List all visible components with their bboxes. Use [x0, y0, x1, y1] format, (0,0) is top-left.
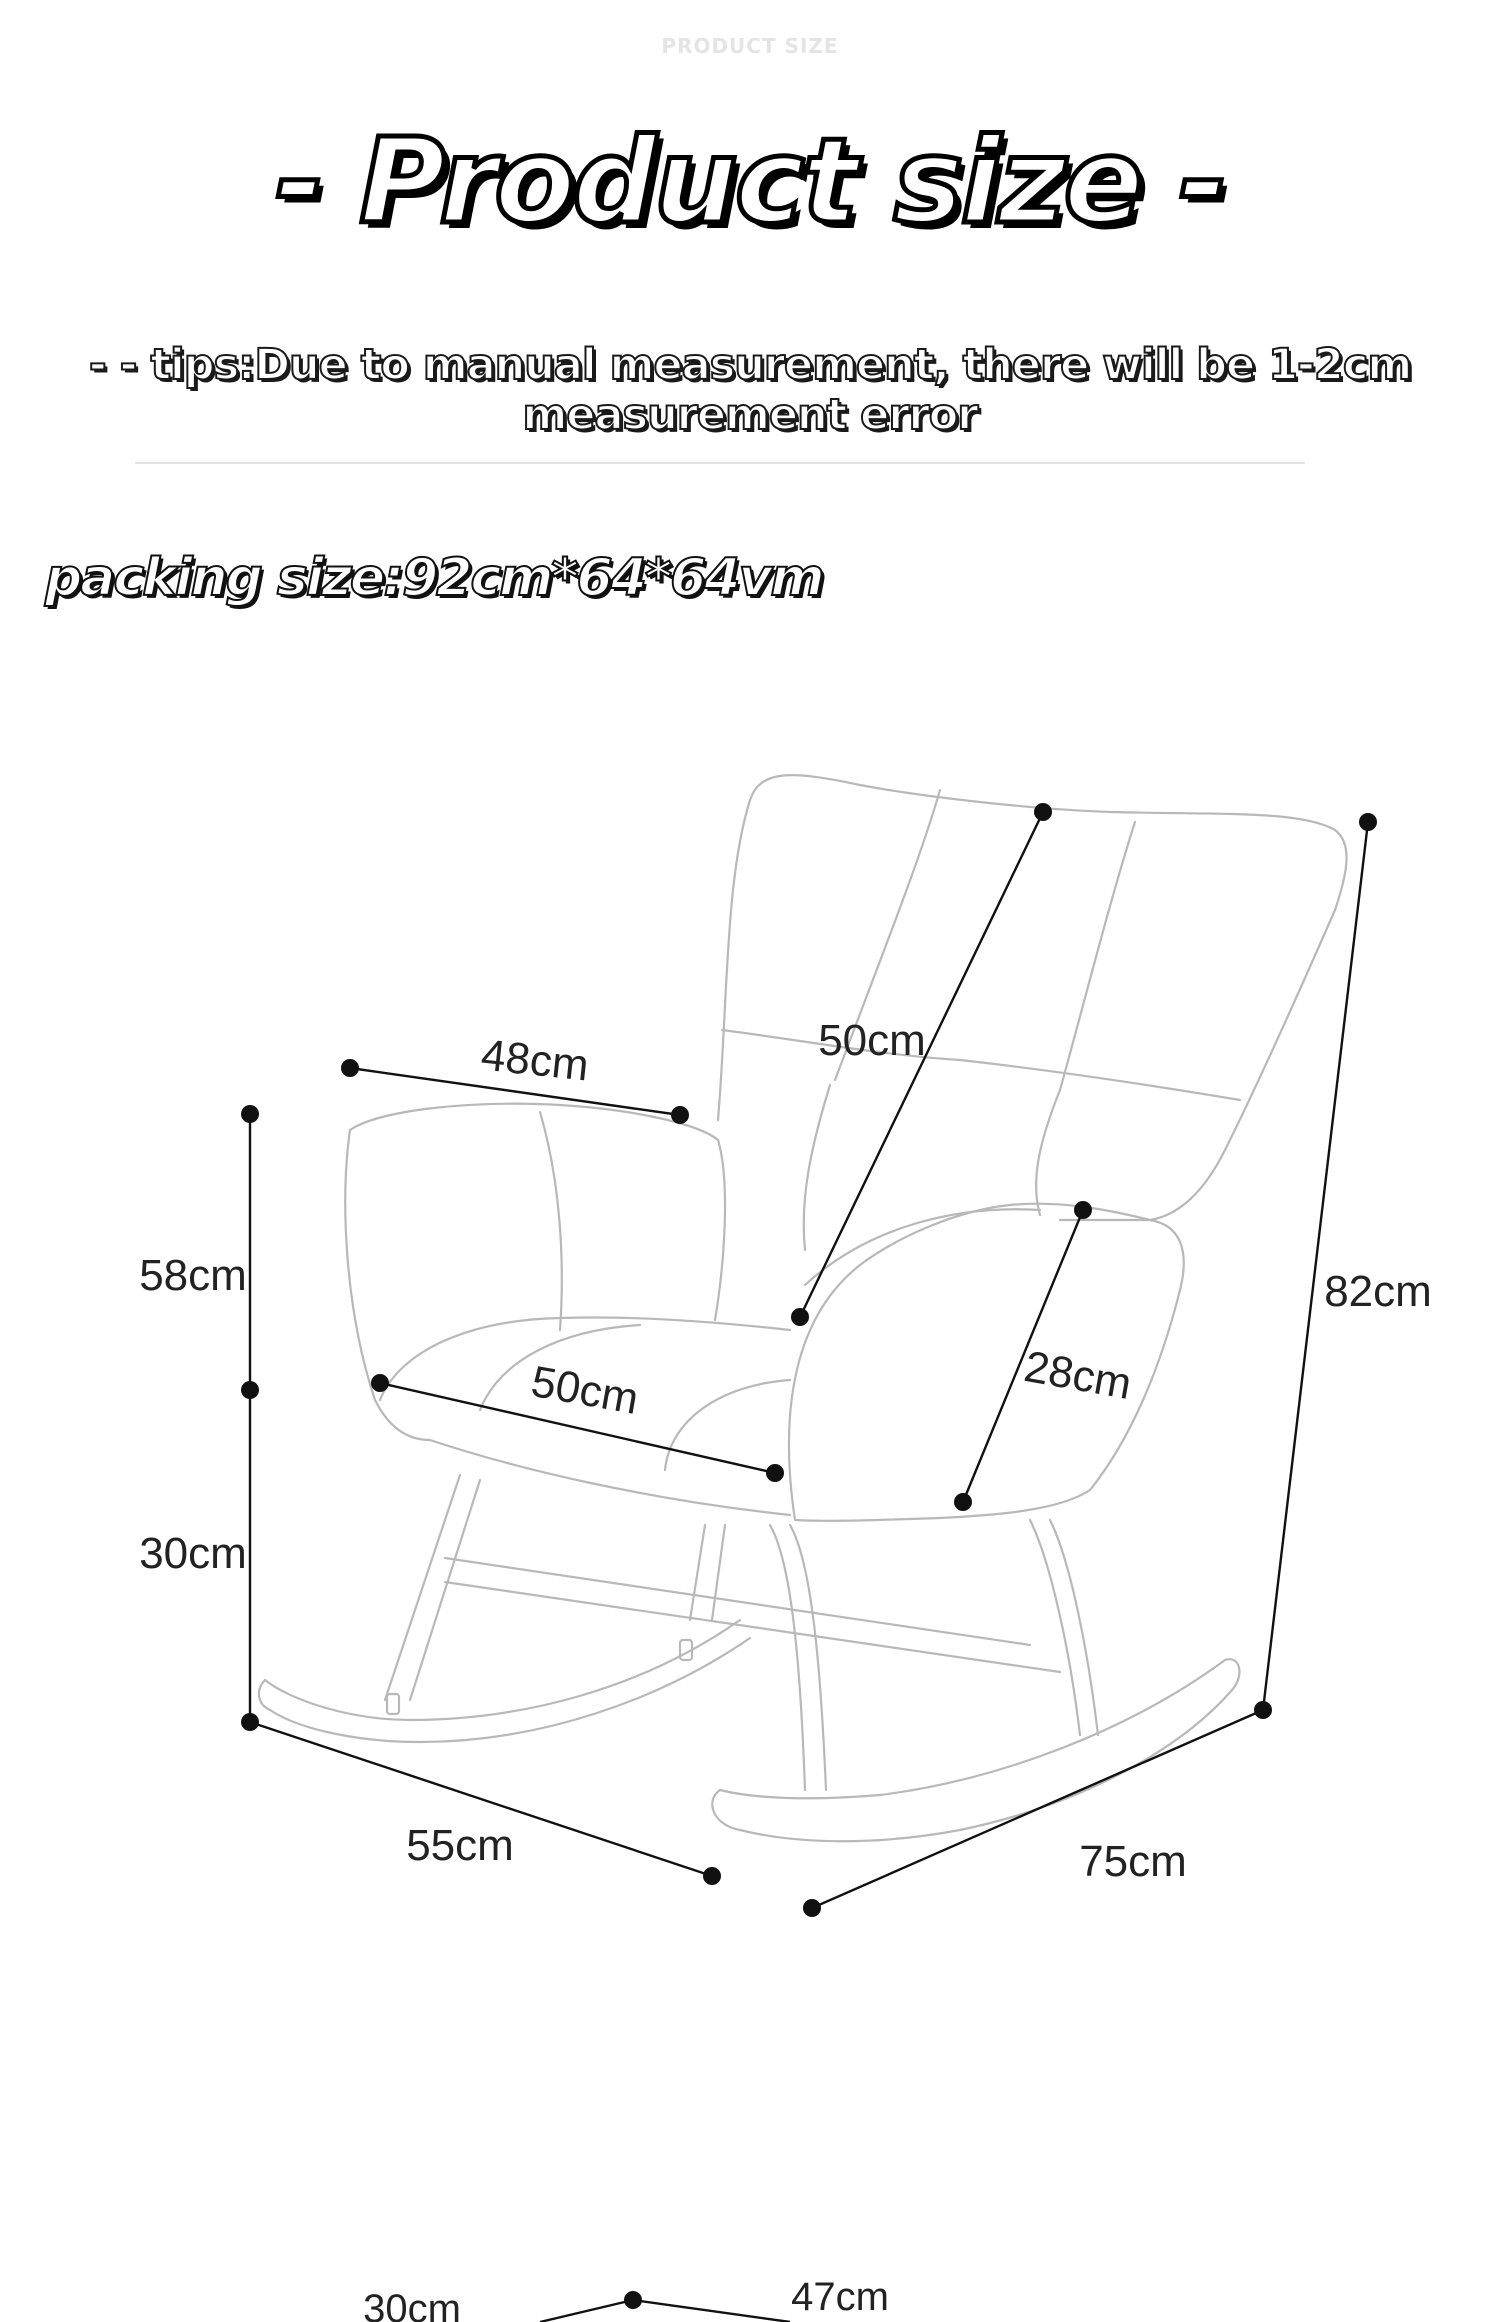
packing-size-label: packing size:92cm*64*64vm — [44, 547, 826, 609]
dim-backrest-height: 50cm — [818, 1016, 926, 1065]
tips-line-2: measurement error — [522, 389, 980, 441]
measurement-tips: - - tips:Due to manual measurement, ther… — [70, 339, 1430, 441]
dim-total-height: 82cm — [1324, 1267, 1432, 1316]
dimension-points — [241, 803, 1377, 1917]
tips-line-1: - - tips:Due to manual measurement, ther… — [88, 339, 1413, 391]
rocking-chair-drawing — [257, 774, 1348, 1843]
dim-seat-width: 50cm — [528, 1357, 642, 1424]
dim-bottom-left: 30cm — [363, 2287, 461, 2322]
dimension-lines — [248, 811, 1370, 1910]
divider — [135, 462, 1305, 464]
dim-arm-height: 58cm — [139, 1251, 247, 1300]
page-title: - Product size - — [273, 110, 1231, 253]
dim-seat-height: 30cm — [139, 1529, 247, 1578]
dim-width: 55cm — [406, 1821, 514, 1870]
bottom-diagram-partial: 30cm 47cm — [363, 2275, 889, 2322]
dim-arm-depth: 28cm — [1021, 1342, 1135, 1409]
dim-length: 75cm — [1079, 1837, 1187, 1886]
faint-section-label: PRODUCT SIZE — [661, 34, 839, 58]
dim-bottom-right: 47cm — [791, 2275, 889, 2319]
dim-arm-length: 48cm — [479, 1031, 591, 1091]
